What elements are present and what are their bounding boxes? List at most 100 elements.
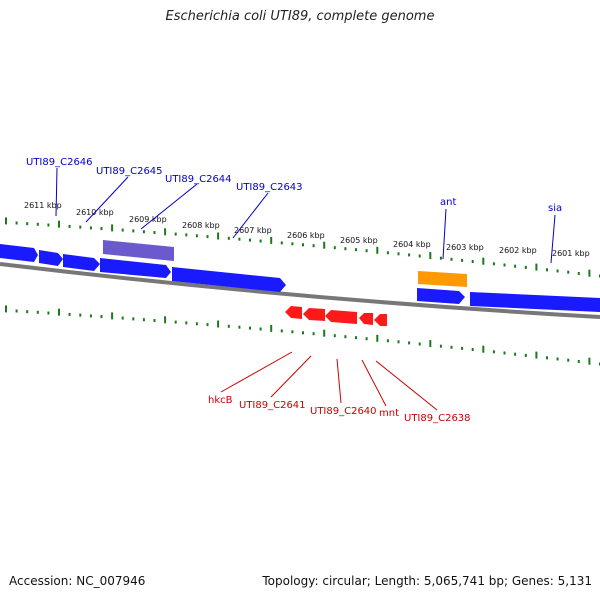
gene-arrow[interactable] <box>303 308 325 321</box>
minor-tick <box>312 244 315 248</box>
minor-tick <box>333 246 336 250</box>
minor-tick <box>546 268 548 272</box>
minor-tick <box>514 264 517 268</box>
minor-tick <box>185 321 188 325</box>
gene-arrow-ant[interactable] <box>418 271 467 287</box>
minor-tick <box>355 248 357 252</box>
minor-tick <box>524 353 527 357</box>
bottom-gene-labels: hkcB UTI89_C2641 UTI89_C2640 mnt UTI89_C… <box>208 395 471 424</box>
minor-tick <box>492 350 495 354</box>
genome-backbone <box>0 262 600 319</box>
leader-line <box>55 167 58 217</box>
gene-label-hkcB[interactable]: hkcB <box>208 395 233 406</box>
minor-tick <box>503 351 506 355</box>
gene-arrow[interactable] <box>0 244 38 262</box>
tick-label-2609: 2609 kbp <box>129 215 167 224</box>
gene-arrow[interactable] <box>100 258 171 278</box>
minor-tick <box>89 314 92 318</box>
gene-label-UTI89_C2640[interactable]: UTI89_C2640 <box>310 406 377 417</box>
minor-tick <box>514 352 517 356</box>
minor-tick <box>577 272 580 275</box>
tick-label-2602: 2602 kbp <box>499 246 537 255</box>
minor-tick <box>450 345 453 349</box>
minor-tick <box>15 309 18 313</box>
leader-line <box>442 208 447 260</box>
minor-tick <box>397 340 400 344</box>
gene-arrow[interactable] <box>374 314 387 326</box>
minor-tick <box>132 317 135 321</box>
minor-tick <box>249 326 251 330</box>
major-tick <box>588 357 591 365</box>
minor-tick <box>26 222 29 226</box>
lower-dotted-track <box>5 305 600 366</box>
leader-line <box>336 358 342 404</box>
gene-label-UTI89_C2641[interactable]: UTI89_C2641 <box>239 400 306 411</box>
minor-tick <box>365 249 368 253</box>
gene-label-UTI89_C2638[interactable]: UTI89_C2638 <box>404 413 471 424</box>
top-gene-labels: UTI89_C2646 UTI89_C2645 UTI89_C2644 UTI8… <box>26 157 562 214</box>
major-tick <box>270 236 273 244</box>
major-tick <box>217 320 220 328</box>
minor-tick <box>439 256 442 260</box>
major-tick <box>376 334 379 342</box>
ruler: 2611 kbp 2610 kbp 2609 kbp 2608 kbp 2607… <box>24 201 590 258</box>
minor-tick <box>26 310 29 314</box>
leader-line <box>550 214 556 264</box>
leader-line <box>361 359 387 407</box>
gene-arrow[interactable] <box>417 288 465 304</box>
gene-arrow[interactable] <box>172 267 286 292</box>
minor-tick <box>142 318 145 322</box>
minor-tick <box>461 258 464 262</box>
minor-tick <box>68 312 71 316</box>
gene-label-UTI89_C2643[interactable]: UTI89_C2643 <box>236 182 303 193</box>
major-tick <box>58 308 60 316</box>
gene-label-UTI89_C2646[interactable]: UTI89_C2646 <box>26 157 93 168</box>
minor-tick <box>195 234 198 238</box>
bottom-strand-genes <box>285 306 387 326</box>
gene-arrow[interactable] <box>39 250 63 266</box>
gene-arrow[interactable] <box>63 254 100 271</box>
minor-tick <box>471 348 474 351</box>
minor-tick <box>238 237 241 241</box>
gene-arrow-highlighted[interactable] <box>103 240 174 261</box>
gene-arrow[interactable] <box>285 306 302 319</box>
major-tick <box>270 324 273 332</box>
genome-title: Escherichia coli UTI89, complete genome <box>165 9 435 24</box>
gene-arrow[interactable] <box>470 292 600 312</box>
major-tick <box>111 312 114 320</box>
minor-tick <box>386 339 389 343</box>
gene-label-sia[interactable]: sia <box>548 203 562 214</box>
major-tick <box>429 252 432 260</box>
major-tick <box>164 316 167 324</box>
gene-label-UTI89_C2645[interactable]: UTI89_C2645 <box>96 166 163 177</box>
leader-line <box>375 360 438 411</box>
minor-tick <box>333 334 336 338</box>
minor-tick <box>100 315 103 319</box>
minor-tick <box>503 263 506 267</box>
minor-tick <box>386 251 389 255</box>
minor-tick <box>153 319 156 322</box>
minor-tick <box>36 222 39 226</box>
accession-label: Accession: <box>9 574 73 588</box>
leader-line <box>220 351 293 393</box>
top-label-leaders <box>55 167 556 264</box>
minor-tick <box>259 239 262 243</box>
major-tick <box>429 340 432 348</box>
minor-tick <box>79 313 82 317</box>
gene-label-mnt[interactable]: mnt <box>379 408 399 419</box>
minor-tick <box>227 324 230 328</box>
accession-text: Accession: NC_007946 <box>9 574 145 588</box>
minor-tick <box>302 331 304 335</box>
minor-tick <box>461 346 464 350</box>
gene-label-UTI89_C2644[interactable]: UTI89_C2644 <box>165 174 232 185</box>
minor-tick <box>418 342 421 346</box>
major-tick <box>5 217 7 225</box>
gene-arrow[interactable] <box>359 313 373 325</box>
minor-tick <box>174 320 177 324</box>
major-tick <box>323 329 326 337</box>
minor-tick <box>280 241 283 245</box>
accession-value: NC_007946 <box>76 574 146 588</box>
gene-label-ant[interactable]: ant <box>440 197 456 208</box>
gene-arrow[interactable] <box>325 310 357 324</box>
